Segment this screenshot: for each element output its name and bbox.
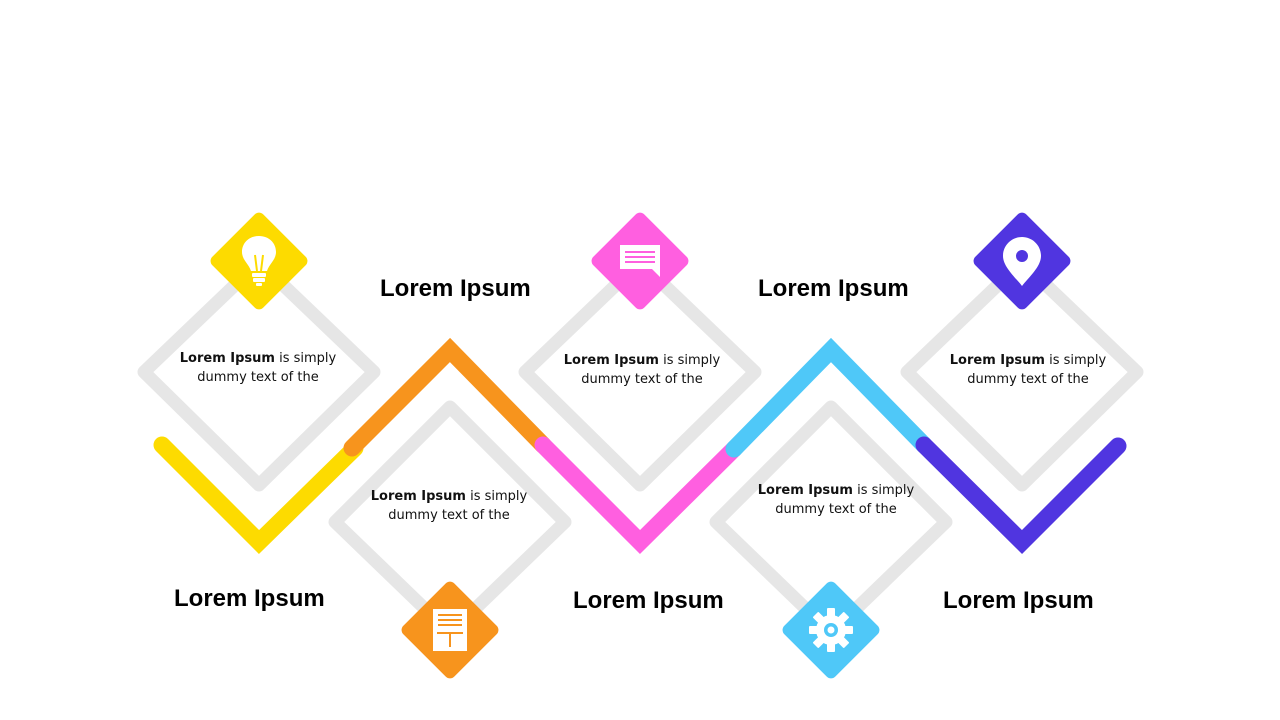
step-2-connector-line [343,337,552,457]
step-3-title: Lorem Ipsum [573,587,724,614]
step-1-icon-badge [210,212,308,310]
step-4-icon-badge [782,581,880,679]
step-1-connector-line [153,436,364,554]
location-pin-icon [1003,237,1041,286]
step-1-title: Lorem Ipsum [174,585,325,612]
step-2-description: Lorem Ipsum is simply dummy text of the [370,489,528,523]
step-2-icon-badge [401,581,499,679]
step-1-description: Lorem Ipsum is simply dummy text of the [179,351,337,385]
step-1-outline-diamond [137,255,381,492]
step-2-title: Lorem Ipsum [380,275,531,302]
step-4-connector-line [725,337,933,458]
document-icon [433,609,467,651]
step-5-description: Lorem Ipsum is simply dummy text of the [949,353,1107,387]
step-4-title: Lorem Ipsum [758,275,909,302]
step-5-connector-line [915,436,1127,554]
lightbulb-icon [242,236,276,286]
step-3-icon-badge [591,212,689,310]
step-4-description: Lorem Ipsum is simply dummy text of the [757,483,915,517]
step-3-connector-line [534,436,743,554]
gear-icon [809,608,853,652]
step-5-outline-diamond [900,255,1144,492]
step-3-outline-diamond [518,255,762,492]
step-3-description: Lorem Ipsum is simply dummy text of the [563,353,721,387]
chat-bubble-icon [620,245,660,277]
step-5-icon-badge [973,212,1071,310]
step-5-title: Lorem Ipsum [943,587,1094,614]
